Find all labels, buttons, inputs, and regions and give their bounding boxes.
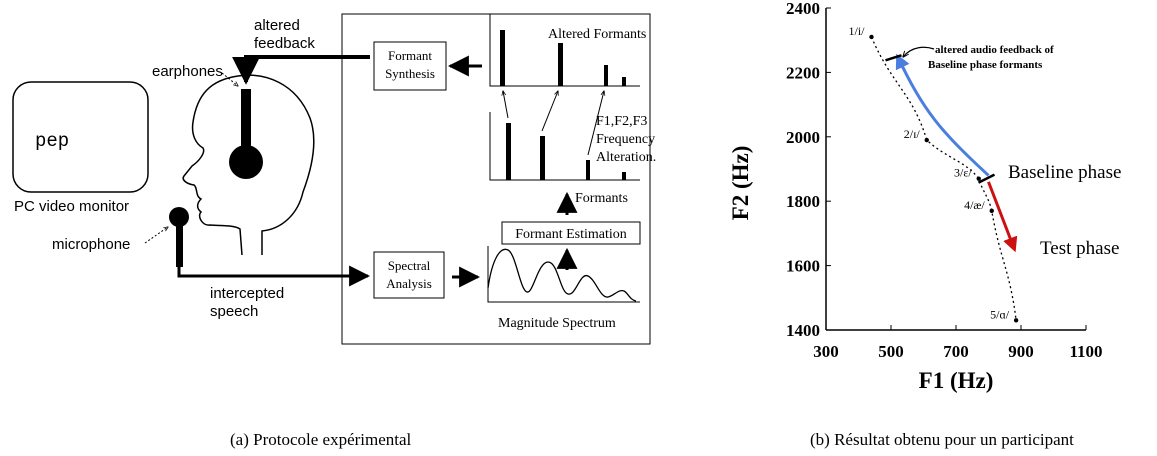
headphone-band bbox=[241, 89, 251, 161]
altered-feedback-label-2: feedback bbox=[254, 35, 315, 52]
vowel-label: 3/ε/ bbox=[954, 166, 972, 180]
vowel-label: 4/æ/ bbox=[964, 198, 985, 212]
x-tick-label: 300 bbox=[813, 342, 839, 361]
formant-bar-2 bbox=[540, 136, 545, 180]
altered-bar-4 bbox=[622, 77, 626, 86]
spectrum-axes bbox=[487, 246, 640, 303]
chart-ticks: 300 500 700 900 1100 1400 1600 1800 2000 2200 2400 bbox=[786, 0, 1103, 361]
processing-box bbox=[341, 13, 651, 345]
microphone-stem bbox=[176, 225, 183, 267]
formants-label: Formants bbox=[575, 191, 628, 206]
spectral-analysis-box bbox=[373, 251, 445, 299]
formant-bar-3 bbox=[586, 160, 590, 180]
vowel-point bbox=[976, 176, 981, 181]
alteration-label-3: Alteration. bbox=[596, 150, 656, 165]
altered-bar-2 bbox=[558, 43, 563, 86]
vowel-label: 1/i/ bbox=[848, 24, 865, 38]
y-tick-label: 1600 bbox=[786, 257, 820, 276]
x-axis-label: F1 (Hz) bbox=[919, 368, 994, 393]
microphone-label: microphone bbox=[52, 236, 130, 253]
formant-estimation-label: Formant Estimation bbox=[515, 227, 627, 242]
y-tick-label: 1400 bbox=[786, 321, 820, 340]
head-outline bbox=[182, 74, 315, 256]
monitor-text: pep bbox=[35, 130, 69, 152]
test-phase-label: Test phase bbox=[1040, 238, 1119, 259]
y-tick-label: 2000 bbox=[786, 128, 820, 147]
earphones-label: earphones bbox=[152, 63, 223, 80]
test-phase-arrow bbox=[987, 181, 1018, 253]
altered-bar-1 bbox=[500, 30, 505, 86]
x-tick-label: 500 bbox=[878, 342, 904, 361]
speech-path bbox=[177, 265, 371, 287]
intercepted-speech-label-2: speech bbox=[210, 303, 258, 320]
vowel-label: 2/ɪ/ bbox=[904, 127, 921, 141]
altered-formants-label: Altered Formants bbox=[548, 27, 646, 42]
altered-feedback-label-1: altered bbox=[254, 17, 300, 34]
spectral-analysis-label-2: Analysis bbox=[386, 276, 432, 291]
vowel-point bbox=[1013, 318, 1019, 323]
formant-synthesis-box bbox=[373, 41, 447, 91]
vowel-trajectory bbox=[870, 36, 1017, 321]
shift-arrow-2 bbox=[541, 91, 558, 132]
y-axis-label: F2 (Hz) bbox=[728, 146, 753, 221]
microphone-pointer bbox=[144, 227, 168, 244]
vowel-point bbox=[924, 137, 929, 143]
vowel-point bbox=[989, 208, 994, 214]
vowel-point bbox=[869, 34, 874, 40]
y-tick-label: 2400 bbox=[786, 0, 820, 18]
formant-synthesis-label-2: Synthesis bbox=[385, 66, 435, 81]
y-tick-label: 2200 bbox=[786, 63, 820, 82]
x-tick-label: 900 bbox=[1008, 342, 1034, 361]
headphone-cup bbox=[229, 145, 263, 179]
baseline-marker bbox=[977, 173, 996, 184]
altered-bar-3 bbox=[604, 65, 608, 86]
formant-bar-1 bbox=[506, 123, 511, 180]
alteration-label-2: Frequency bbox=[596, 132, 655, 147]
intercepted-speech-label-1: intercepted bbox=[210, 285, 284, 302]
vowel-label: 5/ɑ/ bbox=[990, 307, 1010, 321]
microphone-head bbox=[169, 207, 189, 227]
formant-chart: 300 500 700 900 1100 1400 1600 1800 2000 2200 2400… bbox=[728, 0, 1121, 449]
shift-arrow-1 bbox=[503, 91, 509, 119]
formant-synthesis-label-1: Formant bbox=[388, 48, 432, 63]
pc-monitor bbox=[12, 81, 149, 193]
altered-formants-axes bbox=[489, 14, 640, 87]
monitor-label: PC video monitor bbox=[14, 198, 129, 215]
x-tick-label: 1100 bbox=[1069, 342, 1102, 361]
alteration-label-1: F1,F2,F3 bbox=[596, 114, 647, 129]
spectrum-curve bbox=[487, 248, 637, 302]
feedback-marker bbox=[885, 54, 902, 62]
feedback-path bbox=[232, 55, 370, 85]
altered-feedback-curve bbox=[895, 53, 990, 177]
caption-left: (a) Protocole expérimental bbox=[230, 430, 412, 449]
y-tick-label: 1800 bbox=[786, 192, 820, 211]
formant-bar-4 bbox=[622, 172, 626, 180]
baseline-phase-label: Baseline phase bbox=[1008, 162, 1121, 183]
protocol-diagram: pep PC video monitor earphones microphon… bbox=[12, 13, 656, 449]
shift-arrow-3 bbox=[587, 91, 604, 156]
magnitude-spectrum-label: Magnitude Spectrum bbox=[498, 316, 616, 331]
caption-right: (b) Résultat obtenu pour un participant bbox=[810, 430, 1074, 449]
feedback-annotation-line1: altered audio feedback of bbox=[935, 44, 1054, 56]
feedback-annotation-line2: Baseline phase formants bbox=[928, 59, 1043, 71]
x-tick-label: 700 bbox=[943, 342, 969, 361]
spectral-analysis-label-1: Spectral bbox=[388, 258, 431, 273]
formant-estimation-box bbox=[501, 221, 641, 245]
feedback-annotation-pointer bbox=[903, 46, 935, 57]
